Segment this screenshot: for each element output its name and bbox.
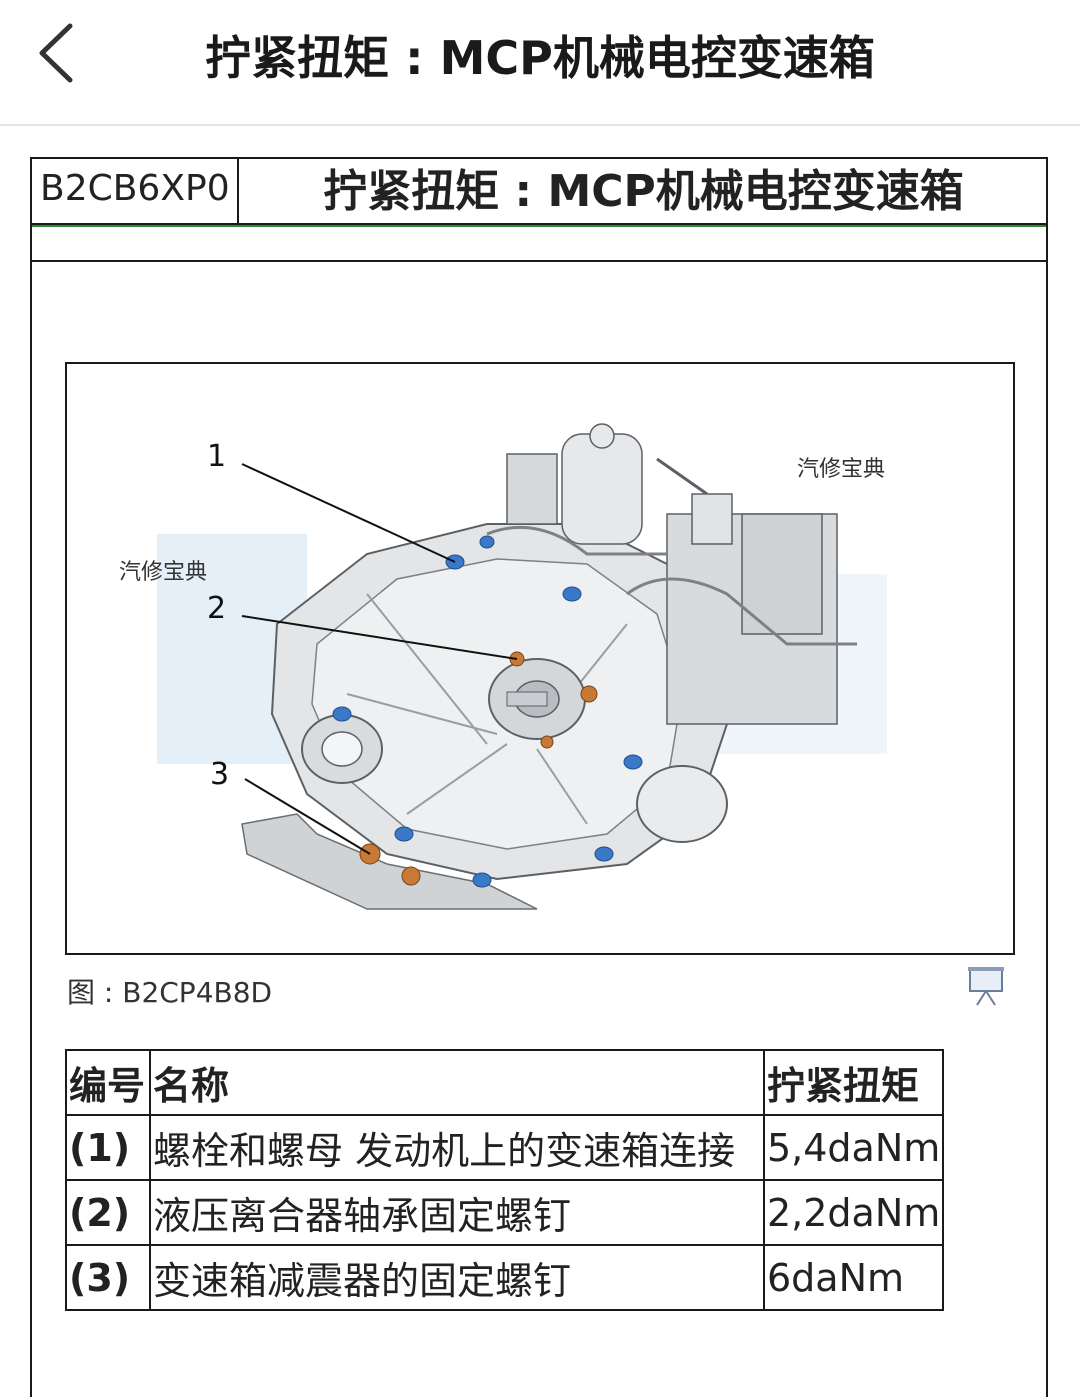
doc-header: B2CB6XP0 拧紧扭矩 : MCP机械电控变速箱 xyxy=(32,159,1046,225)
row-torque: 2,2daNm xyxy=(762,1179,945,1246)
header-torque: 拧紧扭矩 xyxy=(762,1049,945,1116)
doc-separator-row xyxy=(32,225,1046,262)
table-header-row: 编号 名称 拧紧扭矩 xyxy=(65,1049,945,1116)
header-number: 编号 xyxy=(65,1049,151,1116)
watermark-left: 汽修宝典 xyxy=(119,560,207,585)
gearbox-illustration: 1 2 3 汽修宝典 汽修宝典 xyxy=(65,362,1015,955)
table-row: (3) 变速箱减震器的固定螺钉 6daNm xyxy=(65,1244,945,1311)
row-number: (3) xyxy=(65,1244,151,1311)
row-torque: 6daNm xyxy=(762,1244,945,1311)
callout-2: 2 xyxy=(207,591,226,626)
gearbox-drawing: 1 2 3 汽修宝典 汽修宝典 xyxy=(119,423,887,910)
table-row: (1) 螺栓和螺母 发动机上的变速箱连接 5,4daNm xyxy=(65,1114,945,1181)
torque-table: 编号 名称 拧紧扭矩 (1) 螺栓和螺母 发动机上的变速箱连接 5,4daNm … xyxy=(65,1049,945,1311)
presentation-icon-graphic xyxy=(968,967,1004,1006)
row-name: 螺栓和螺母 发动机上的变速箱连接 xyxy=(149,1114,765,1181)
row-name: 变速箱减震器的固定螺钉 xyxy=(149,1244,765,1311)
callout-3: 3 xyxy=(210,757,229,792)
chevron-left-icon xyxy=(39,23,73,83)
doc-title: 拧紧扭矩 : MCP机械电控变速箱 xyxy=(323,166,964,217)
callout-1: 1 xyxy=(207,439,226,474)
row-number: (2) xyxy=(65,1179,151,1246)
header-name: 名称 xyxy=(149,1049,765,1116)
table-row: (2) 液压离合器轴承固定螺钉 2,2daNm xyxy=(65,1179,945,1246)
row-torque: 5,4daNm xyxy=(762,1114,945,1181)
top-bar: 拧紧扭矩 : MCP机械电控变速箱 xyxy=(0,0,1080,126)
doc-code: B2CB6XP0 xyxy=(32,159,239,223)
watermark-right: 汽修宝典 xyxy=(797,457,885,482)
row-name: 液压离合器轴承固定螺钉 xyxy=(149,1179,765,1246)
presentation-icon[interactable] xyxy=(966,965,1006,1009)
row-number: (1) xyxy=(65,1114,151,1181)
back-button[interactable] xyxy=(30,18,90,88)
document-frame: B2CB6XP0 拧紧扭矩 : MCP机械电控变速箱 xyxy=(30,157,1048,1397)
page-title: 拧紧扭矩 : MCP机械电控变速箱 xyxy=(205,31,875,85)
figure-caption: 图 : B2CP4B8D xyxy=(67,976,273,1009)
